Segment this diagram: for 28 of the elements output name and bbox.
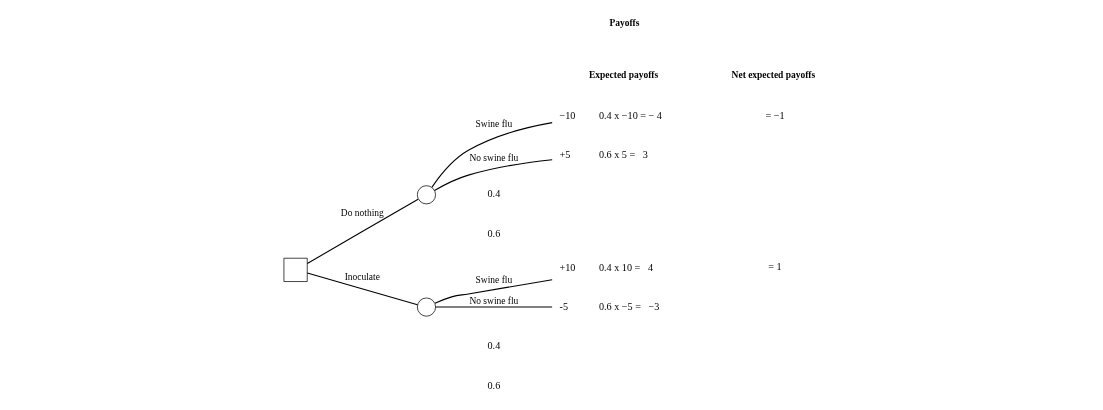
edge-label: Inoculate	[344, 271, 380, 282]
node-text: −10 0.4 x −10 = − 4	[559, 110, 662, 122]
node-text: +10 0.4 x 10 = 4	[559, 261, 654, 273]
connector	[306, 272, 419, 306]
edge-label: Swine flu	[475, 274, 513, 285]
label: Payoffs	[609, 17, 640, 28]
node-text: -5 0.6 x −5 = −3	[559, 301, 660, 313]
edge-label: No swine flu	[469, 152, 519, 163]
edge-label: Do nothing	[340, 207, 384, 218]
label: Expected payoffs	[589, 70, 659, 81]
label: Net expected payoffs	[731, 70, 816, 81]
label: 0.6	[487, 379, 501, 391]
label: 0.4	[487, 340, 501, 352]
edge-label: No swine flu	[469, 296, 519, 307]
connector	[433, 159, 553, 191]
label: = 1	[768, 261, 782, 273]
connector	[434, 279, 553, 304]
node-box	[283, 257, 308, 282]
connector	[435, 306, 553, 308]
node-circle	[416, 297, 436, 317]
node-text: +5 0.6 x 5 = 3	[559, 149, 648, 161]
edge-label: Swine flu	[475, 119, 513, 130]
label: = −1	[765, 109, 785, 121]
label: 0.6	[487, 227, 501, 239]
label: 0.4	[487, 188, 501, 200]
node-circle	[416, 185, 436, 205]
connector	[306, 198, 419, 265]
connector	[431, 122, 553, 188]
